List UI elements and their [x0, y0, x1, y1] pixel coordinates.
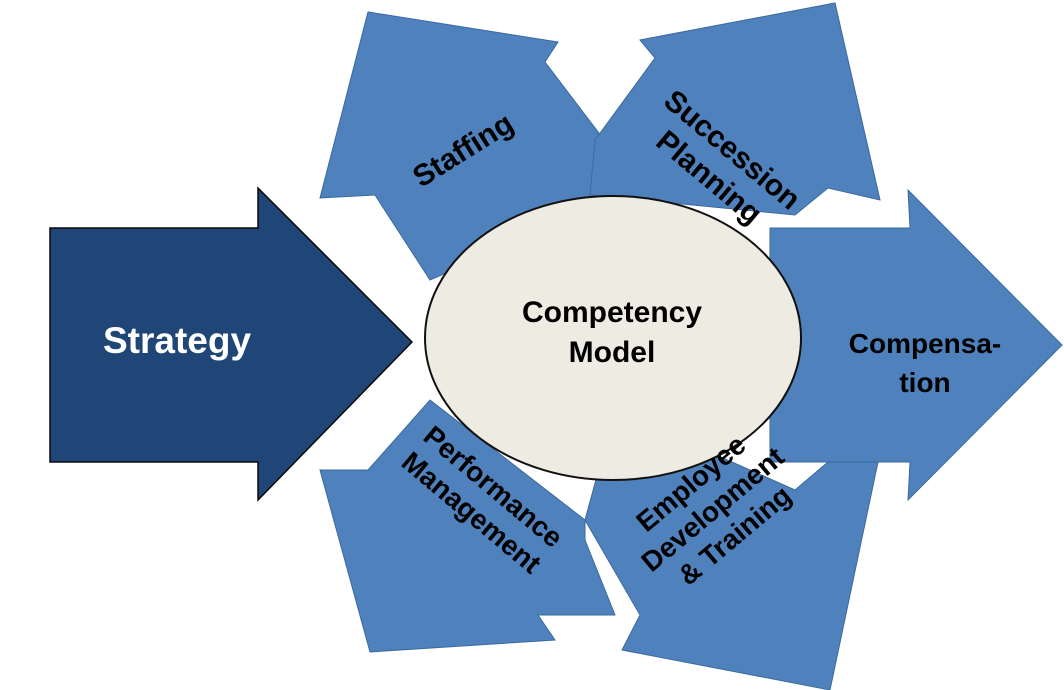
strategy-label: Strategy	[103, 320, 251, 361]
compensation-arrow	[769, 188, 1063, 502]
compensation-label-line2: tion	[899, 367, 950, 398]
performance-management-arrow	[319, 399, 616, 653]
strategy-arrow	[49, 186, 414, 502]
employee-development-arrow	[584, 409, 879, 690]
competency-model-ellipse	[424, 195, 802, 481]
succession-planning-arrow	[589, 2, 881, 216]
compensation-label-line1: Compensa-	[849, 328, 1001, 359]
center-label-line1: Competency	[522, 296, 702, 329]
center-label-line2: Model	[569, 336, 656, 369]
